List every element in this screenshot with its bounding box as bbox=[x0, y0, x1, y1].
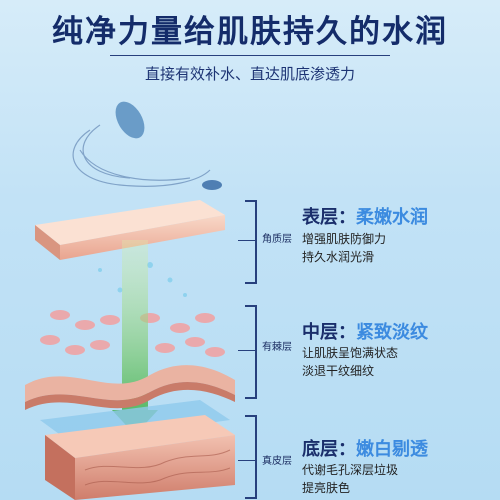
section-desc-line: 淡退干纹细纹 bbox=[302, 364, 375, 378]
section-title-accent: 紧致淡纹 bbox=[356, 322, 428, 343]
epidermis-layer bbox=[35, 200, 225, 260]
water-droplets bbox=[98, 262, 187, 297]
section-title-main: 底层： bbox=[302, 439, 356, 460]
section-title-middle: 中层：紧致淡纹 bbox=[302, 318, 428, 344]
section-desc-middle: 让肌肤呈饱满状态 淡退干纹细纹 bbox=[302, 344, 398, 380]
page-subtitle: 直接有效补水、直达肌底渗透力 bbox=[144, 65, 355, 83]
divider bbox=[110, 55, 390, 56]
layer-tick bbox=[238, 240, 256, 241]
section-title-surface: 表层：柔嫩水润 bbox=[302, 203, 428, 229]
section-desc-line: 代谢毛孔深层垃圾 bbox=[302, 463, 399, 477]
section-desc-line: 提亮肤色 bbox=[302, 481, 351, 495]
leaf-icon bbox=[115, 101, 145, 139]
section-desc-line: 让肌肤呈饱满状态 bbox=[302, 346, 399, 360]
layer-tick bbox=[238, 350, 256, 351]
section-title-main: 中层： bbox=[302, 322, 356, 343]
layer-bracket bbox=[245, 415, 257, 499]
section-desc-bottom: 代谢毛孔深层垃圾 提亮肤色 bbox=[302, 461, 398, 497]
wind-swirl-icon bbox=[72, 124, 211, 187]
skin-layers-illustration bbox=[25, 101, 235, 500]
section-desc-line: 持久水润光滑 bbox=[302, 250, 375, 264]
section-title-accent: 嫩白剔透 bbox=[356, 439, 428, 460]
section-title-main: 表层： bbox=[302, 207, 356, 228]
leaf-icon bbox=[202, 180, 222, 190]
section-desc-surface: 增强肌肤防御力 持久水润光滑 bbox=[302, 230, 386, 266]
page-title: 纯净力量给肌肤持久的水润 bbox=[52, 14, 448, 50]
layer-label-spinous: 有棘层 bbox=[262, 342, 292, 353]
section-title-bottom: 底层：嫩白剔透 bbox=[302, 435, 428, 461]
section-title-accent: 柔嫩水润 bbox=[356, 207, 428, 228]
section-desc-line: 增强肌肤防御力 bbox=[302, 232, 387, 246]
layer-label-dermis: 真皮层 bbox=[262, 456, 292, 467]
dermis-layer bbox=[45, 415, 235, 500]
spinous-layer bbox=[25, 365, 235, 410]
layer-tick bbox=[238, 460, 256, 461]
cell-layer bbox=[40, 310, 225, 357]
layer-bracket bbox=[245, 305, 257, 399]
layer-label-stratum-corneum: 角质层 bbox=[262, 234, 292, 245]
layer-bracket bbox=[245, 200, 257, 284]
